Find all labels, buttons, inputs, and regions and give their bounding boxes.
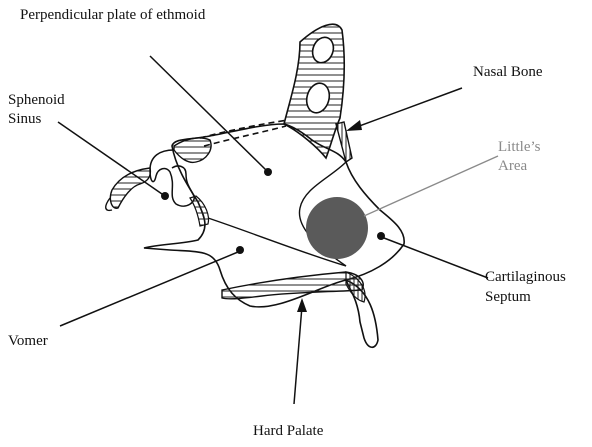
- sphenoid-hatched-wall: [174, 138, 211, 162]
- leader-sphenoid-sinus: [58, 122, 162, 194]
- label-sphenoid-line2: Sinus: [8, 110, 41, 129]
- label-sphenoid-line1: Sphenoid: [8, 91, 65, 110]
- leader-vomer: [60, 252, 238, 326]
- dot-sphenoid-sinus: [161, 192, 169, 200]
- arrow-nasal-bone-head: [346, 120, 362, 131]
- sphenoid-lower-hatch: [190, 196, 209, 226]
- arrow-hard-palate-head: [297, 298, 307, 312]
- label-littles-area-line2: Area: [498, 157, 527, 176]
- nasal-bone-hatched: [336, 122, 352, 162]
- leader-littles-area: [364, 156, 498, 216]
- label-perpendicular-plate: Perpendicular plate of ethmoid: [20, 6, 205, 25]
- arrow-nasal-bone-shaft: [354, 88, 462, 128]
- sphenoid-rostrum: [110, 168, 150, 208]
- leader-cartilaginous-septum: [384, 238, 488, 278]
- label-vomer: Vomer: [8, 332, 48, 351]
- littles-area-circle: [306, 197, 368, 259]
- label-cartilaginous-line2: Septum: [485, 288, 531, 307]
- label-nasal-bone: Nasal Bone: [473, 63, 543, 82]
- label-littles-area-line1: Little’s: [498, 138, 541, 157]
- label-hard-palate: Hard Palate: [253, 422, 323, 441]
- hard-palate-bar: [222, 272, 363, 299]
- arrow-hard-palate-shaft: [294, 306, 302, 404]
- dot-cartilaginous-septum: [377, 232, 385, 240]
- label-cartilaginous-line1: Cartilaginous: [485, 268, 566, 287]
